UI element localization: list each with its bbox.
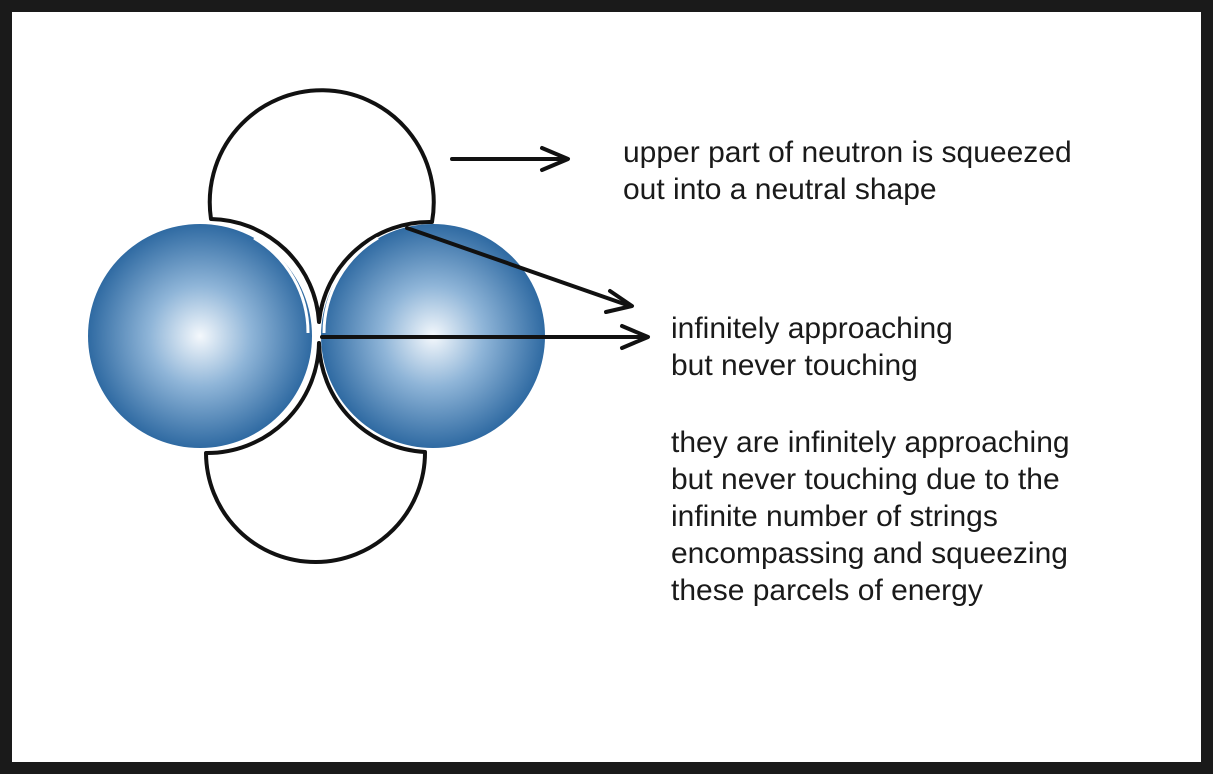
arrow-upper-part — [452, 148, 568, 170]
approaching-label-line: infinitely approaching — [671, 310, 953, 347]
explanation-line: infinite number of strings — [671, 498, 1070, 535]
explanation-line: but never touching due to the — [671, 461, 1070, 498]
upper-part-label-line: upper part of neutron is squeezed — [623, 134, 1072, 171]
explanation-line: encompassing and squeezing — [671, 535, 1070, 572]
explanation-line: they are infinitely approaching — [671, 424, 1070, 461]
approaching-label-line: but never touching — [671, 347, 953, 384]
explanation-line: these parcels of energy — [671, 572, 1070, 609]
upper-part-label: upper part of neutron is squeezed out in… — [623, 134, 1072, 208]
approaching-label: infinitely approaching but never touchin… — [671, 310, 953, 384]
explanation-text: they are infinitely approaching but neve… — [671, 424, 1070, 609]
upper-part-label-line: out into a neutral shape — [623, 171, 1072, 208]
